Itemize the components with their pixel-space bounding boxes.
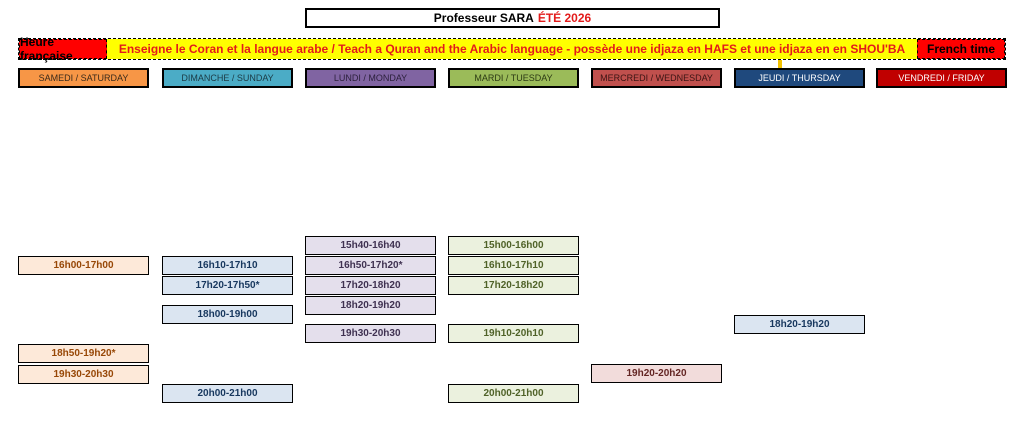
time-slot[interactable]: 18h50-19h20*	[18, 344, 149, 363]
day-header-friday: VENDREDI / FRIDAY	[876, 68, 1007, 88]
time-slot[interactable]: 18h20-19h20	[305, 296, 436, 315]
title-season: ÉTÉ 2026	[537, 11, 592, 25]
time-slot[interactable]: 16h10-17h10	[162, 256, 293, 275]
time-slot[interactable]: 19h30-20h30	[18, 365, 149, 384]
schedule-title: Professeur SARA ÉTÉ 2026	[305, 8, 720, 28]
description-banner: Heure française Enseigne le Coran et la …	[18, 35, 1006, 63]
day-header-tuesday: MARDI / TUESDAY	[448, 68, 579, 88]
day-header-sunday: DIMANCHE / SUNDAY	[162, 68, 293, 88]
day-header-saturday: SAMEDI / SATURDAY	[18, 68, 149, 88]
time-slot[interactable]: 17h20-17h50*	[162, 276, 293, 295]
time-slot[interactable]: 19h10-20h10	[448, 324, 579, 343]
time-slot[interactable]: 19h30-20h30	[305, 324, 436, 343]
time-slot[interactable]: 16h00-17h00	[18, 256, 149, 275]
title-prefix: Professeur SARA	[433, 11, 534, 25]
banner-left-label: Heure française	[19, 35, 107, 63]
time-slot[interactable]: 16h10-17h10	[448, 256, 579, 275]
time-slot[interactable]: 15h40-16h40	[305, 236, 436, 255]
banner-description: Enseigne le Coran et la langue arabe / T…	[107, 39, 917, 59]
time-slot[interactable]: 20h00-21h00	[448, 384, 579, 403]
time-slot[interactable]: 18h20-19h20	[734, 315, 865, 334]
time-slot[interactable]: 17h20-18h20	[305, 276, 436, 295]
time-slot[interactable]: 17h20-18h20	[448, 276, 579, 295]
day-header-monday: LUNDI / MONDAY	[305, 68, 436, 88]
day-header-wednesday: MERCREDI / WEDNESDAY	[591, 68, 722, 88]
time-slot[interactable]: 15h00-16h00	[448, 236, 579, 255]
time-slot[interactable]: 18h00-19h00	[162, 305, 293, 324]
banner-right-label: French time	[917, 39, 1005, 59]
time-slot[interactable]: 19h20-20h20	[591, 364, 722, 383]
day-header-thursday: JEUDI / THURSDAY	[734, 68, 865, 88]
time-slot[interactable]: 20h00-21h00	[162, 384, 293, 403]
time-slot[interactable]: 16h50-17h20*	[305, 256, 436, 275]
banner-connector	[778, 60, 782, 68]
